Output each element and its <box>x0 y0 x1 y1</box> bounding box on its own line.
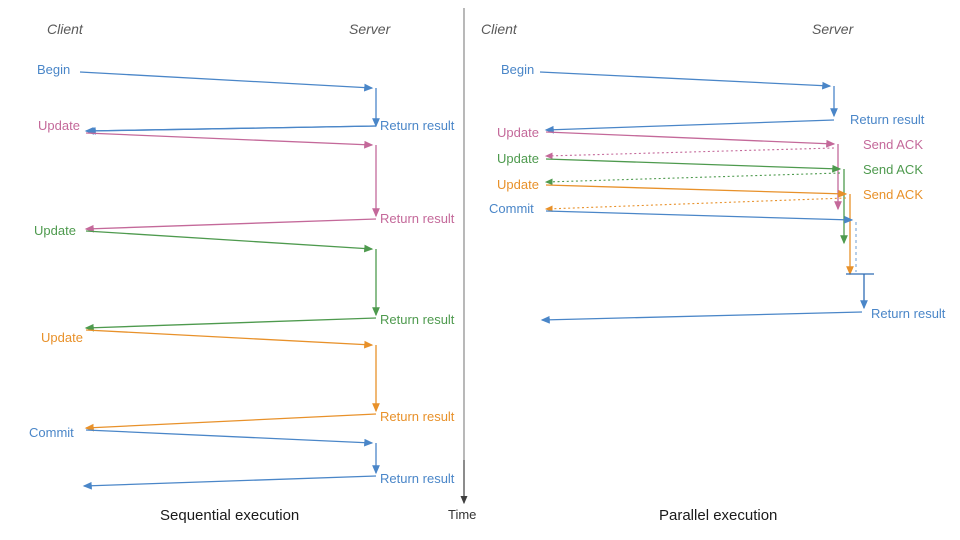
arrow-commit-right <box>540 210 874 324</box>
message-label-return-3-left: Return result <box>380 312 455 327</box>
arrow-begin-left <box>79 71 377 135</box>
arrow-update3-left <box>84 329 380 432</box>
arrow-begin-right <box>539 71 838 134</box>
message-label-update-3-right: Update <box>497 177 539 192</box>
caption-parallel: Parallel execution <box>659 507 778 524</box>
message-label-return-1-right: Return result <box>850 112 925 127</box>
message-label-ack-1-right: Send ACK <box>863 137 923 152</box>
arrow-update2-left <box>84 230 380 332</box>
message-label-commit-left: Commit <box>29 425 74 440</box>
sequential-panel-arrows <box>79 71 380 490</box>
message-label-ack-2-right: Send ACK <box>863 162 923 177</box>
message-label-commit-right: Commit <box>489 201 534 216</box>
message-label-return-5-left: Return result <box>380 471 455 486</box>
arrow-update1-left <box>84 132 380 233</box>
arrow-return1-left <box>84 118 380 135</box>
message-label-begin-left: Begin <box>37 62 71 77</box>
message-label-return-4-left: Return result <box>380 409 455 424</box>
arrow-update2-right <box>544 158 848 245</box>
message-label-return-1-left: Return result <box>380 118 455 133</box>
message-label-update-1-left: Update <box>38 118 80 133</box>
message-label-begin-right: Begin <box>501 62 535 77</box>
actor-server-left: Server <box>349 21 391 37</box>
arrow-commit-left <box>82 429 380 490</box>
time-axis-label: Time <box>448 507 477 522</box>
message-label-update-3-left: Update <box>41 330 83 345</box>
actor-server-right: Server <box>812 21 854 37</box>
caption-sequential: Sequential execution <box>160 507 300 524</box>
message-label-update-1-right: Update <box>497 125 539 140</box>
actor-client-right: Client <box>481 21 517 37</box>
arrow-update3-right <box>544 184 854 276</box>
arrow-update1-right <box>544 131 842 211</box>
message-label-update-2-right: Update <box>497 151 539 166</box>
message-label-update-2-left: Update <box>34 223 76 238</box>
message-label-return-2-left: Return result <box>380 211 455 226</box>
actor-client-left: Client <box>47 21 83 37</box>
message-label-ack-3-right: Send ACK <box>863 187 923 202</box>
parallel-panel-arrows <box>539 71 874 324</box>
message-label-return-2-right: Return result <box>871 306 946 321</box>
